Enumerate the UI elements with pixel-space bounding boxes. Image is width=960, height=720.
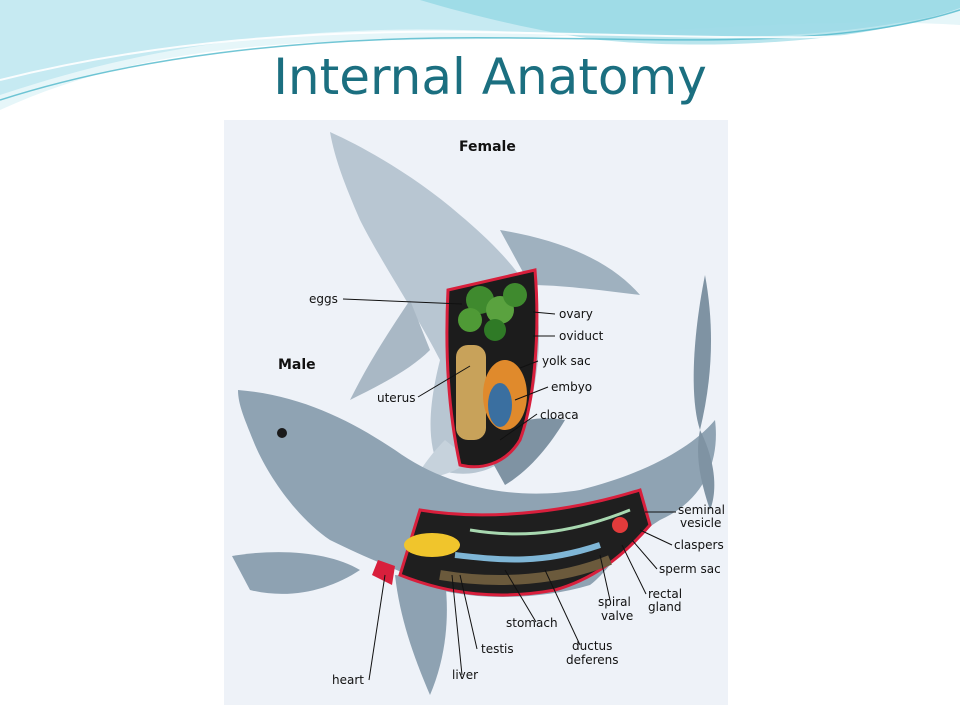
label-heart: heart [332, 673, 364, 687]
label-yolk-sac: yolk sac [542, 354, 591, 368]
label-claspers: claspers [674, 538, 724, 552]
male-heading: Male [278, 357, 316, 373]
label-spiral-valve-1: spiral [598, 595, 631, 609]
label-embyo: embyo [551, 380, 592, 394]
label-ductus-deferens-1: ductus [572, 639, 612, 653]
female-heading: Female [459, 139, 516, 155]
label-liver: liver [452, 668, 478, 682]
female-cavity [445, 268, 539, 469]
label-ovary: ovary [559, 307, 593, 321]
slide-title: Internal Anatomy [273, 48, 707, 106]
label-oviduct: oviduct [559, 329, 604, 343]
label-stomach: stomach [506, 616, 558, 630]
label-seminal-vesicle-2: vesicle [680, 516, 721, 530]
label-rectal-gland-1: rectal [648, 587, 682, 601]
male-cavity [372, 488, 652, 597]
label-ductus-deferens-2: deferens [566, 653, 619, 667]
label-testis: testis [481, 642, 514, 656]
label-spiral-valve-2: valve [601, 609, 633, 623]
label-eggs: eggs [309, 292, 338, 306]
label-rectal-gland-2: gland [648, 600, 682, 614]
label-uterus: uterus [377, 391, 415, 405]
decorative-wave-header [0, 0, 960, 110]
label-seminal-vesicle-1: seminal [678, 503, 725, 517]
label-sperm-sac: sperm sac [659, 562, 721, 576]
leader-lines [342, 298, 676, 681]
label-cloaca: cloaca [540, 408, 579, 422]
